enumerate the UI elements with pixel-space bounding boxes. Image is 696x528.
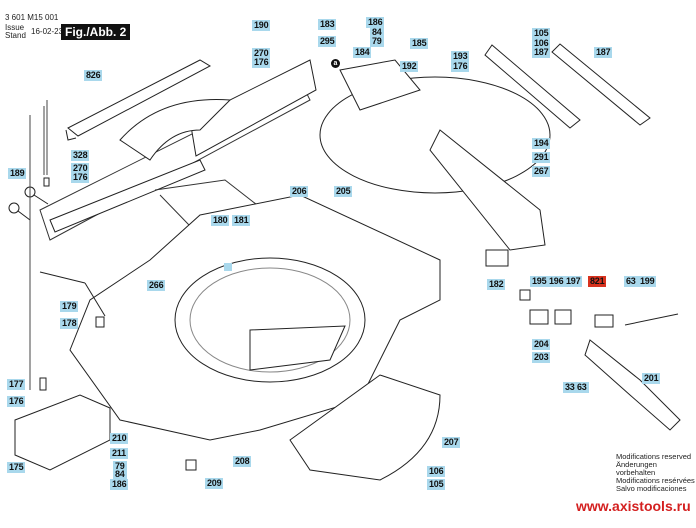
note-line: Änderungen vorbehalten <box>616 460 657 477</box>
part-label[interactable]: 291 <box>532 152 551 163</box>
part-label[interactable]: 33 <box>563 382 577 393</box>
part-label[interactable]: 177 <box>7 379 26 390</box>
part-number: 3 601 M15 001 <box>5 13 59 22</box>
part-label-highlighted[interactable]: 821 <box>588 276 607 287</box>
part-label[interactable]: 179 <box>60 301 79 312</box>
part-label[interactable]: 192 <box>400 61 419 72</box>
part-label[interactable]: 185 <box>410 38 429 49</box>
part-label[interactable]: 186 <box>110 479 129 490</box>
website-link[interactable]: www.axistools.ru <box>576 498 691 514</box>
figure-title: Fig./Abb. 2 <box>61 24 131 40</box>
part-label[interactable]: 175 <box>7 462 26 473</box>
fence-826 <box>39 59 317 241</box>
part-label[interactable]: 210 <box>110 433 129 444</box>
callout-marker: a <box>331 59 340 68</box>
part-label[interactable]: 205 <box>334 186 353 197</box>
part-label[interactable]: 267 <box>532 166 551 177</box>
part-label[interactable]: 106 <box>427 466 446 477</box>
part-label[interactable]: 206 <box>290 186 309 197</box>
part-label[interactable]: 105 <box>532 28 551 39</box>
part-label[interactable]: 181 <box>232 215 251 226</box>
part-label[interactable]: 84 <box>370 27 384 38</box>
highlight-marker <box>224 263 232 271</box>
part-label[interactable]: 63 <box>575 382 589 393</box>
part-label[interactable]: 295 <box>318 36 337 47</box>
part-label[interactable]: 176 <box>71 172 90 183</box>
part-label[interactable]: 199 <box>638 276 657 287</box>
part-label[interactable]: 176 <box>252 57 271 68</box>
part-label[interactable]: 105 <box>427 479 446 490</box>
part-label[interactable]: 328 <box>71 150 90 161</box>
part-label[interactable]: 197 <box>564 276 583 287</box>
part-label[interactable]: 266 <box>147 280 166 291</box>
modifications-notice: Modifications reserved Änderungen vorbeh… <box>616 453 696 493</box>
part-label[interactable]: 270 <box>252 48 271 59</box>
part-label[interactable]: 187 <box>594 47 613 58</box>
issue-date: 16-02-23 <box>31 27 64 36</box>
part-label[interactable]: 184 <box>353 47 372 58</box>
part-label[interactable]: 189 <box>8 168 27 179</box>
part-label[interactable]: 195 <box>530 276 549 287</box>
part-label[interactable]: 201 <box>642 373 661 384</box>
part-label[interactable]: 176 <box>451 61 470 72</box>
part-label[interactable]: 190 <box>252 20 271 31</box>
part-label[interactable]: 182 <box>487 279 506 290</box>
part-label[interactable]: 84 <box>113 469 127 480</box>
note-line: Salvo modificaciones <box>616 484 687 493</box>
part-label[interactable]: 180 <box>211 215 230 226</box>
part-label[interactable]: 63 <box>624 276 638 287</box>
part-label[interactable]: 186 <box>366 17 385 28</box>
issue-label: Issue <box>5 23 25 32</box>
part-label[interactable]: 193 <box>451 51 470 62</box>
note-line: Modifications resérvées <box>616 476 695 485</box>
stand-label: Stand <box>5 31 26 40</box>
part-label[interactable]: 183 <box>318 19 337 30</box>
part-label[interactable]: 826 <box>84 70 103 81</box>
note-line: Modifications reserved <box>616 452 692 461</box>
part-label[interactable]: 204 <box>532 339 551 350</box>
part-label[interactable]: 211 <box>110 448 128 459</box>
part-label[interactable]: 178 <box>60 318 79 329</box>
part-label[interactable]: 196 <box>547 276 566 287</box>
part-label[interactable]: 79 <box>370 36 384 47</box>
part-label[interactable]: 187 <box>532 47 551 58</box>
part-label[interactable]: 208 <box>233 456 252 467</box>
part-label[interactable]: 176 <box>7 396 26 407</box>
part-label[interactable]: 194 <box>532 138 551 149</box>
part-label[interactable]: 209 <box>205 478 224 489</box>
part-label[interactable]: 79 <box>113 461 127 472</box>
part-label[interactable]: 203 <box>532 352 551 363</box>
part-label[interactable]: 270 <box>71 163 90 174</box>
part-label[interactable]: 106 <box>532 38 551 49</box>
part-label[interactable]: 207 <box>442 437 461 448</box>
